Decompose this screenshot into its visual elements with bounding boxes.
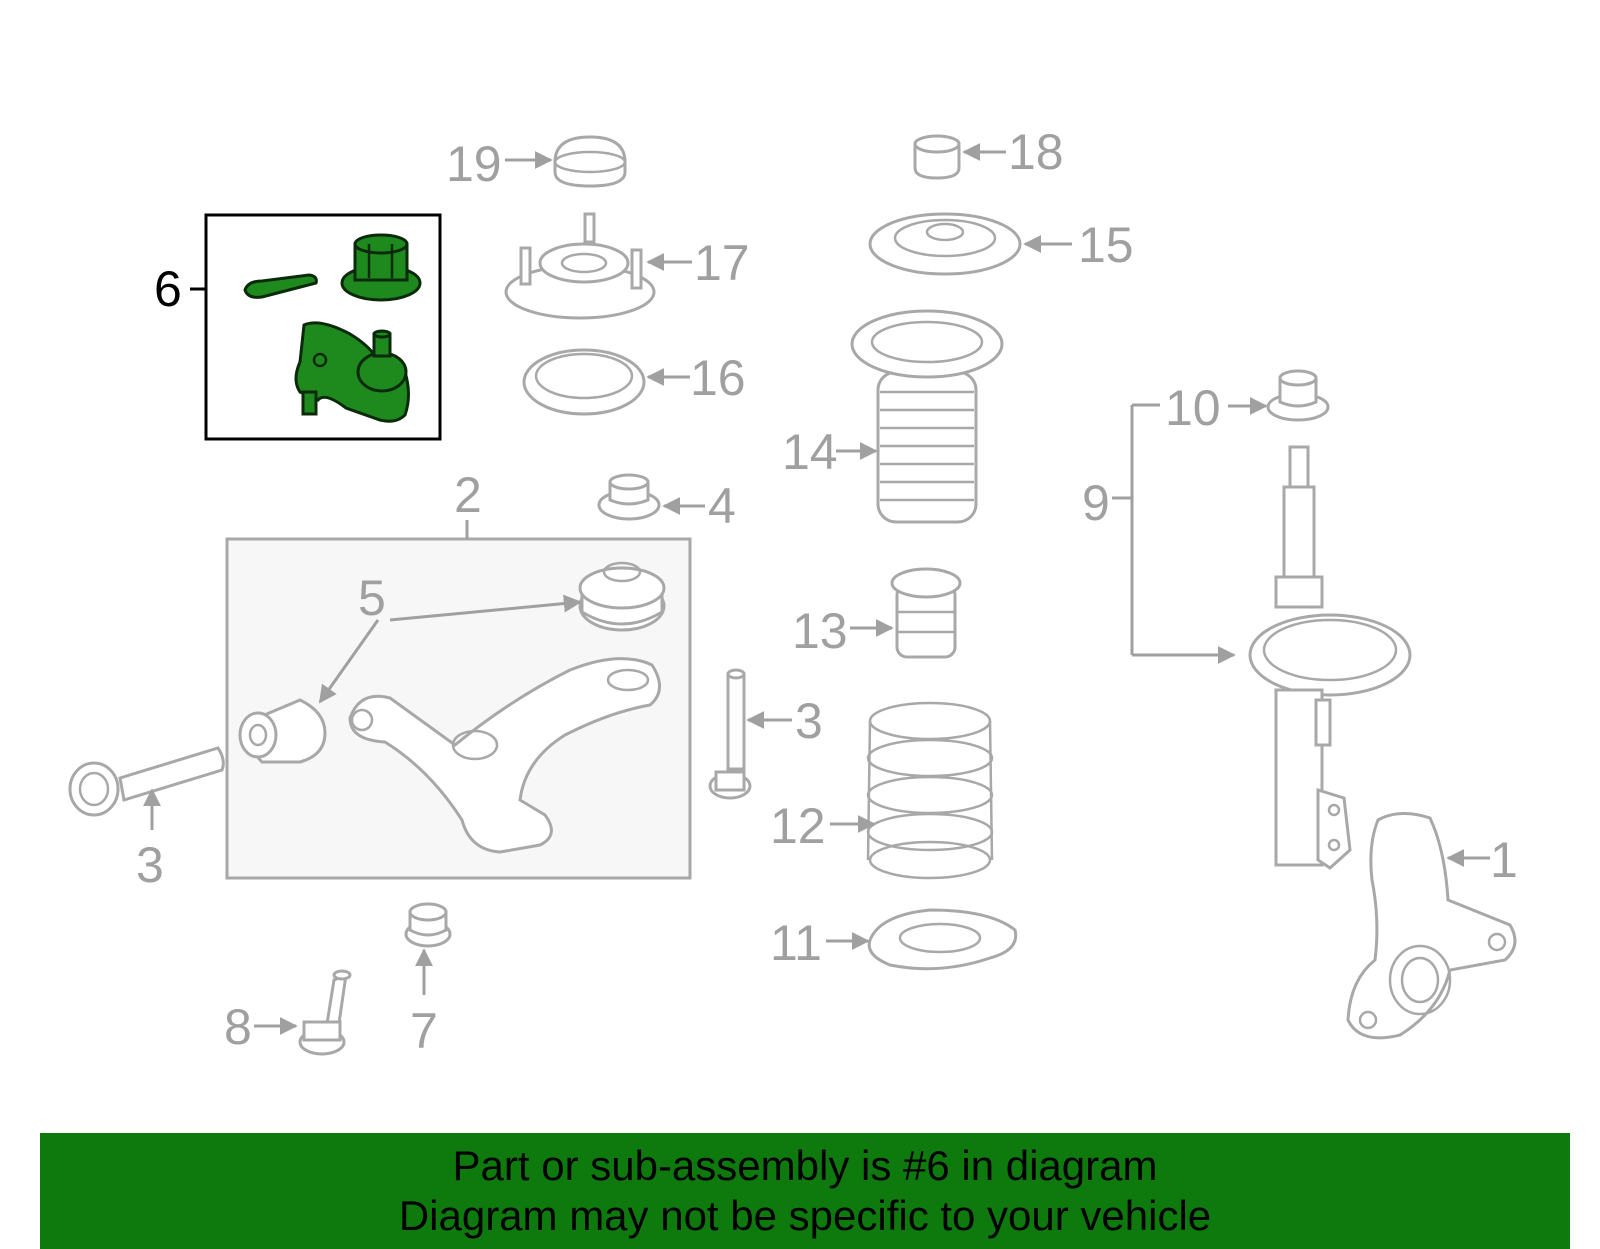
part-16-bearing[interactable] (522, 348, 646, 416)
callout-14: 14 (782, 424, 838, 480)
callout-2: 2 (454, 467, 482, 523)
part-3-bolt-right[interactable] (708, 668, 752, 800)
part-18-bushing[interactable] (913, 134, 961, 180)
part-14-dust-boot[interactable] (850, 309, 1004, 524)
ball-joint-icon (294, 321, 410, 423)
callout-6: 6 (154, 261, 182, 317)
callout-3b: 3 (795, 693, 823, 749)
part-12-coil-spring[interactable] (866, 701, 994, 880)
part-6-ball-joint-kit[interactable] (204, 213, 442, 441)
part-7-nut[interactable] (404, 902, 452, 948)
part-2-lower-control-arm[interactable] (225, 537, 692, 880)
callout-19: 19 (446, 136, 502, 192)
part-8-bolt[interactable] (298, 969, 352, 1056)
callout-9: 9 (1082, 475, 1110, 531)
part-19-bump-cap[interactable] (553, 135, 627, 188)
callout-15: 15 (1078, 217, 1134, 273)
banner-line-2: Diagram may not be specific to your vehi… (398, 1192, 1212, 1239)
callout-4: 4 (708, 478, 736, 534)
callout-3a: 3 (136, 837, 164, 893)
part-1-steering-knuckle[interactable] (1346, 812, 1517, 1040)
part-13-bump-stop[interactable] (890, 567, 962, 659)
banner-line-1: Part or sub-assembly is #6 in diagram (452, 1142, 1158, 1189)
callout-10: 10 (1165, 380, 1221, 436)
part-17-strut-mount[interactable] (504, 212, 656, 320)
callout-8: 8 (224, 999, 252, 1055)
info-banner: Part or sub-assembly is #6 in diagram Di… (40, 1133, 1570, 1249)
part-10-strut-nut[interactable] (1266, 369, 1330, 422)
callout-13: 13 (792, 603, 848, 659)
callout-11: 11 (770, 915, 822, 971)
callout-17: 17 (694, 235, 750, 291)
callout-9-bracket (1112, 403, 1236, 664)
part-9-strut-assembly[interactable] (1248, 445, 1412, 870)
callout-12: 12 (770, 798, 826, 854)
callout-18: 18 (1008, 124, 1064, 180)
callout-16: 16 (690, 350, 746, 406)
part-3-bolt-left[interactable] (68, 746, 225, 817)
castle-nut-icon (340, 233, 422, 302)
callout-1: 1 (1490, 832, 1518, 888)
callout-5: 5 (358, 570, 386, 626)
callout-7: 7 (410, 1003, 438, 1059)
part-11-lower-spring-insulator[interactable] (867, 908, 1018, 971)
part-15-upper-spring-seat[interactable] (868, 212, 1022, 276)
part-4-nut[interactable] (597, 473, 661, 521)
